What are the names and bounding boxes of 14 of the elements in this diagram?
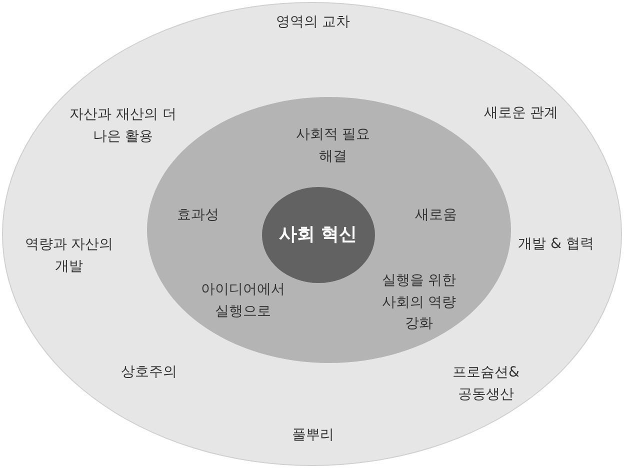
center-title: 사회 혁신 [278,223,358,248]
ellipse-label: 개발 & 협력 [518,235,594,254]
ellipse-label: 상호주의 [121,363,177,382]
ellipse-label: 영역의 교차 [276,13,350,32]
ellipse-label: 새로운 관계 [484,104,558,124]
ellipse-label: 새로움 [415,206,457,226]
ellipse-label: 풀뿌리 [292,426,334,446]
ellipse-label: 실행을 위한 사회의 역량 강화 [380,271,458,334]
ellipse-label: 아이디어에서 실행으로 [200,280,286,321]
ellipse-label: 사회적 필요 해결 [294,125,372,166]
ellipse-label: 효과성 [177,206,219,226]
ellipse-label: 프로슘션& 공동생산 [452,363,520,404]
ellipse-label: 역량과 자산의 개발 [24,235,114,276]
ellipse-label: 자산과 재산의 더 나은 활용 [68,105,178,146]
